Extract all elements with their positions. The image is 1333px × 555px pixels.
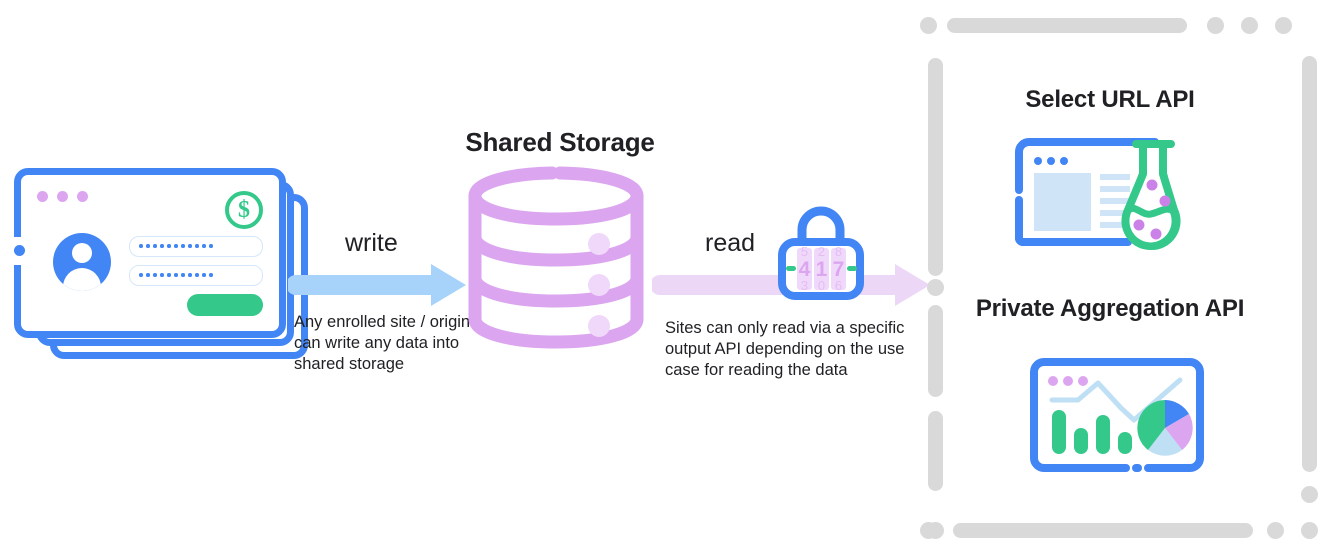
write-arrow-icon xyxy=(288,264,466,306)
panel-border-bar-right xyxy=(1302,56,1317,472)
panel-border-bar-bottom xyxy=(953,523,1253,538)
svg-text:8: 8 xyxy=(835,244,842,259)
db-indicator-3 xyxy=(588,315,610,337)
panel-border-bar-left-1 xyxy=(928,58,943,276)
panel-border-bar-left-3 xyxy=(928,411,943,491)
username-field[interactable] xyxy=(129,236,263,257)
password-field[interactable] xyxy=(129,265,263,286)
svg-text:3: 3 xyxy=(801,278,808,293)
svg-text:0: 0 xyxy=(818,278,825,293)
panel-border-dot-bottom-left xyxy=(920,522,937,539)
source-stacked-windows: $ xyxy=(12,168,314,368)
panel-border-bar-left-2 xyxy=(928,305,943,397)
panel-border-dot-right-2 xyxy=(1301,522,1318,539)
panel-border-bar-top xyxy=(947,18,1187,33)
window-edge-dot-icon xyxy=(14,245,25,256)
svg-text:6: 6 xyxy=(835,278,842,293)
pie-chart xyxy=(1137,400,1193,456)
bar-group xyxy=(1052,410,1132,454)
window-dot-2-icon xyxy=(57,191,68,202)
password-masked-dots xyxy=(139,273,213,277)
avatar-head xyxy=(72,243,92,263)
database-cylinder-icon xyxy=(468,166,644,349)
svg-text:2: 2 xyxy=(818,244,825,259)
user-avatar-icon xyxy=(53,233,111,291)
private-aggregation-api-title: Private Aggregation API xyxy=(975,295,1245,322)
svg-text:1: 1 xyxy=(816,258,828,281)
select-url-api-title: Select URL API xyxy=(1025,86,1195,113)
panel-border-dot-top-1 xyxy=(1207,17,1224,34)
analytics-dashboard-icon xyxy=(1030,358,1204,472)
db-indicator-1 xyxy=(588,233,610,255)
write-label: write xyxy=(345,229,398,257)
dollar-badge-icon: $ xyxy=(225,191,263,229)
panel-border-dot-top-2 xyxy=(1241,17,1258,34)
panel-border-dot-bottom-1 xyxy=(1267,522,1284,539)
window-dot-1-icon xyxy=(37,191,48,202)
svg-text:5: 5 xyxy=(801,244,808,259)
window-dot-3-icon xyxy=(77,191,88,202)
select-url-api-illustration xyxy=(1015,138,1230,258)
private-aggregation-api-illustration xyxy=(1030,358,1210,483)
db-indicator-2 xyxy=(588,274,610,296)
svg-text:7: 7 xyxy=(833,258,845,281)
sign-in-button[interactable] xyxy=(187,294,263,316)
panel-border-dot-top-3 xyxy=(1275,17,1292,34)
webpage-flask-icon xyxy=(1015,138,1181,251)
avatar-body xyxy=(63,268,101,291)
panel-border-dot-left-1 xyxy=(927,279,944,296)
read-description: Sites can only read via a specific outpu… xyxy=(665,319,905,379)
output-apis-panel: Select URL API Private Aggregation API xyxy=(920,8,1325,548)
panel-border-dot-top-left xyxy=(920,17,937,34)
panel-border-dot-right-1 xyxy=(1301,486,1318,503)
write-description: Any enrolled site / origin can write any… xyxy=(294,313,471,373)
svg-text:4: 4 xyxy=(799,258,811,281)
window-traffic-dots xyxy=(37,191,88,202)
foreground-window: $ xyxy=(12,168,286,338)
read-label: read xyxy=(705,229,756,257)
shared-storage-title: Shared Storage xyxy=(465,127,655,157)
username-masked-dots xyxy=(139,244,213,248)
